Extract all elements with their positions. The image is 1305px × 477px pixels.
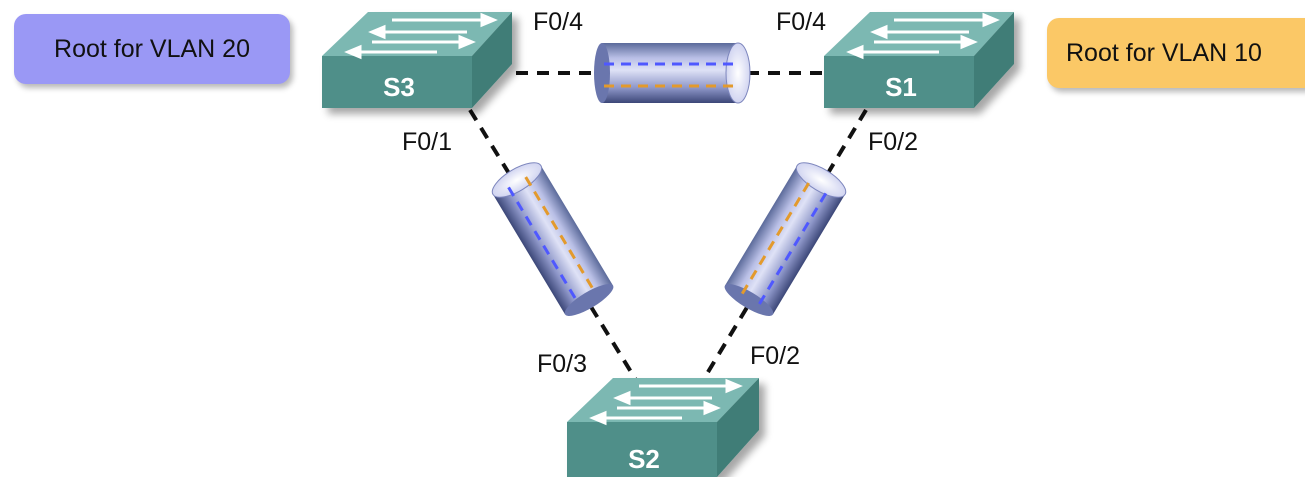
trunk-tube-s1-s2 <box>724 162 847 316</box>
trunk-tube-s3-s2 <box>491 162 614 316</box>
port-label-s2-f02: F0/2 <box>750 342 801 370</box>
switch-s1-label: S1 <box>885 72 917 102</box>
trunk-tube-s3-s1 <box>594 42 751 104</box>
switch-arrows-icon <box>589 378 743 426</box>
switch-s1[interactable]: S1 <box>824 12 1014 108</box>
switch-arrows-icon <box>344 12 498 60</box>
switch-arrows-icon <box>846 12 1000 60</box>
switch-s2[interactable]: S2 <box>567 378 759 477</box>
switch-s3[interactable]: S3 <box>322 12 512 108</box>
root-vlan20-label: Root for VLAN 20 <box>14 14 290 84</box>
switch-s2-label: S2 <box>628 444 660 474</box>
switch-s3-label: S3 <box>383 72 415 102</box>
port-label-s3-f04: F0/4 <box>533 8 584 36</box>
port-label-s1-f04: F0/4 <box>776 8 827 36</box>
root-vlan10-label: Root for VLAN 10 <box>1047 18 1305 88</box>
port-label-s2-f03: F0/3 <box>537 350 588 378</box>
port-label-s3-f01: F0/1 <box>402 128 453 156</box>
port-label-s1-f02: F0/2 <box>868 128 919 156</box>
